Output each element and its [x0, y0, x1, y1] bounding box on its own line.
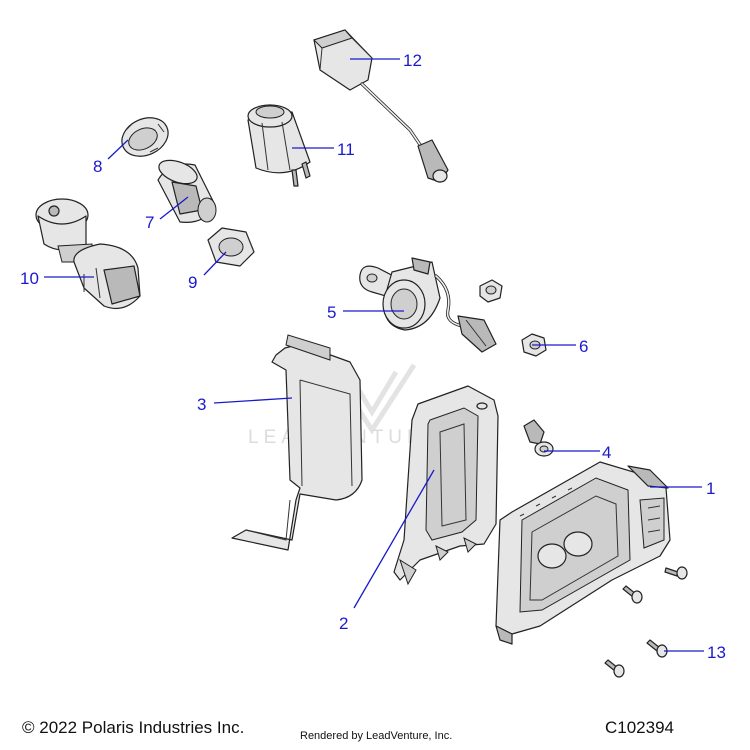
callout-7: 7 — [145, 213, 154, 232]
callout-labels: 1 2 3 4 5 6 7 8 9 10 11 12 13 — [20, 51, 726, 662]
part-9-nut — [207, 227, 255, 267]
part-1-ecu — [495, 461, 671, 645]
part-nut-small — [479, 279, 503, 303]
part-12-sensor — [313, 29, 449, 183]
callout-6: 6 — [579, 337, 588, 356]
part-4-clip — [523, 419, 554, 457]
screw — [622, 585, 643, 604]
callout-4: 4 — [602, 443, 611, 462]
part-11-cylinder — [247, 104, 311, 187]
leader-7 — [159, 196, 189, 220]
part-5-solenoid — [359, 257, 497, 353]
leader-3 — [213, 397, 293, 404]
callout-5: 5 — [327, 303, 336, 322]
callout-9: 9 — [188, 273, 197, 292]
part-8-ring — [121, 117, 169, 157]
screw — [646, 639, 668, 658]
part-13-screws — [604, 566, 688, 678]
part-2-bracket — [393, 385, 499, 586]
callout-2: 2 — [339, 614, 348, 633]
callout-8: 8 — [93, 157, 102, 176]
part-3-cover — [231, 334, 363, 551]
screw — [604, 659, 625, 678]
leader-8 — [107, 139, 129, 160]
part-10-switch — [35, 198, 141, 309]
callout-11: 11 — [337, 140, 355, 159]
copyright-text: © 2022 Polaris Industries Inc. — [22, 718, 245, 737]
screw — [664, 566, 688, 580]
callout-3: 3 — [197, 395, 206, 414]
callout-13: 13 — [707, 643, 726, 662]
diagram-code: C102394 — [605, 718, 675, 737]
leader-2 — [353, 469, 435, 609]
callout-1: 1 — [706, 479, 715, 498]
leader-lines — [44, 58, 704, 652]
leader-9 — [203, 251, 227, 276]
part-7-lock-cylinder — [157, 159, 217, 223]
rendered-by-text: Rendered by LeadVenture, Inc. — [300, 730, 453, 742]
callout-10: 10 — [20, 269, 39, 288]
callout-12: 12 — [403, 51, 422, 70]
